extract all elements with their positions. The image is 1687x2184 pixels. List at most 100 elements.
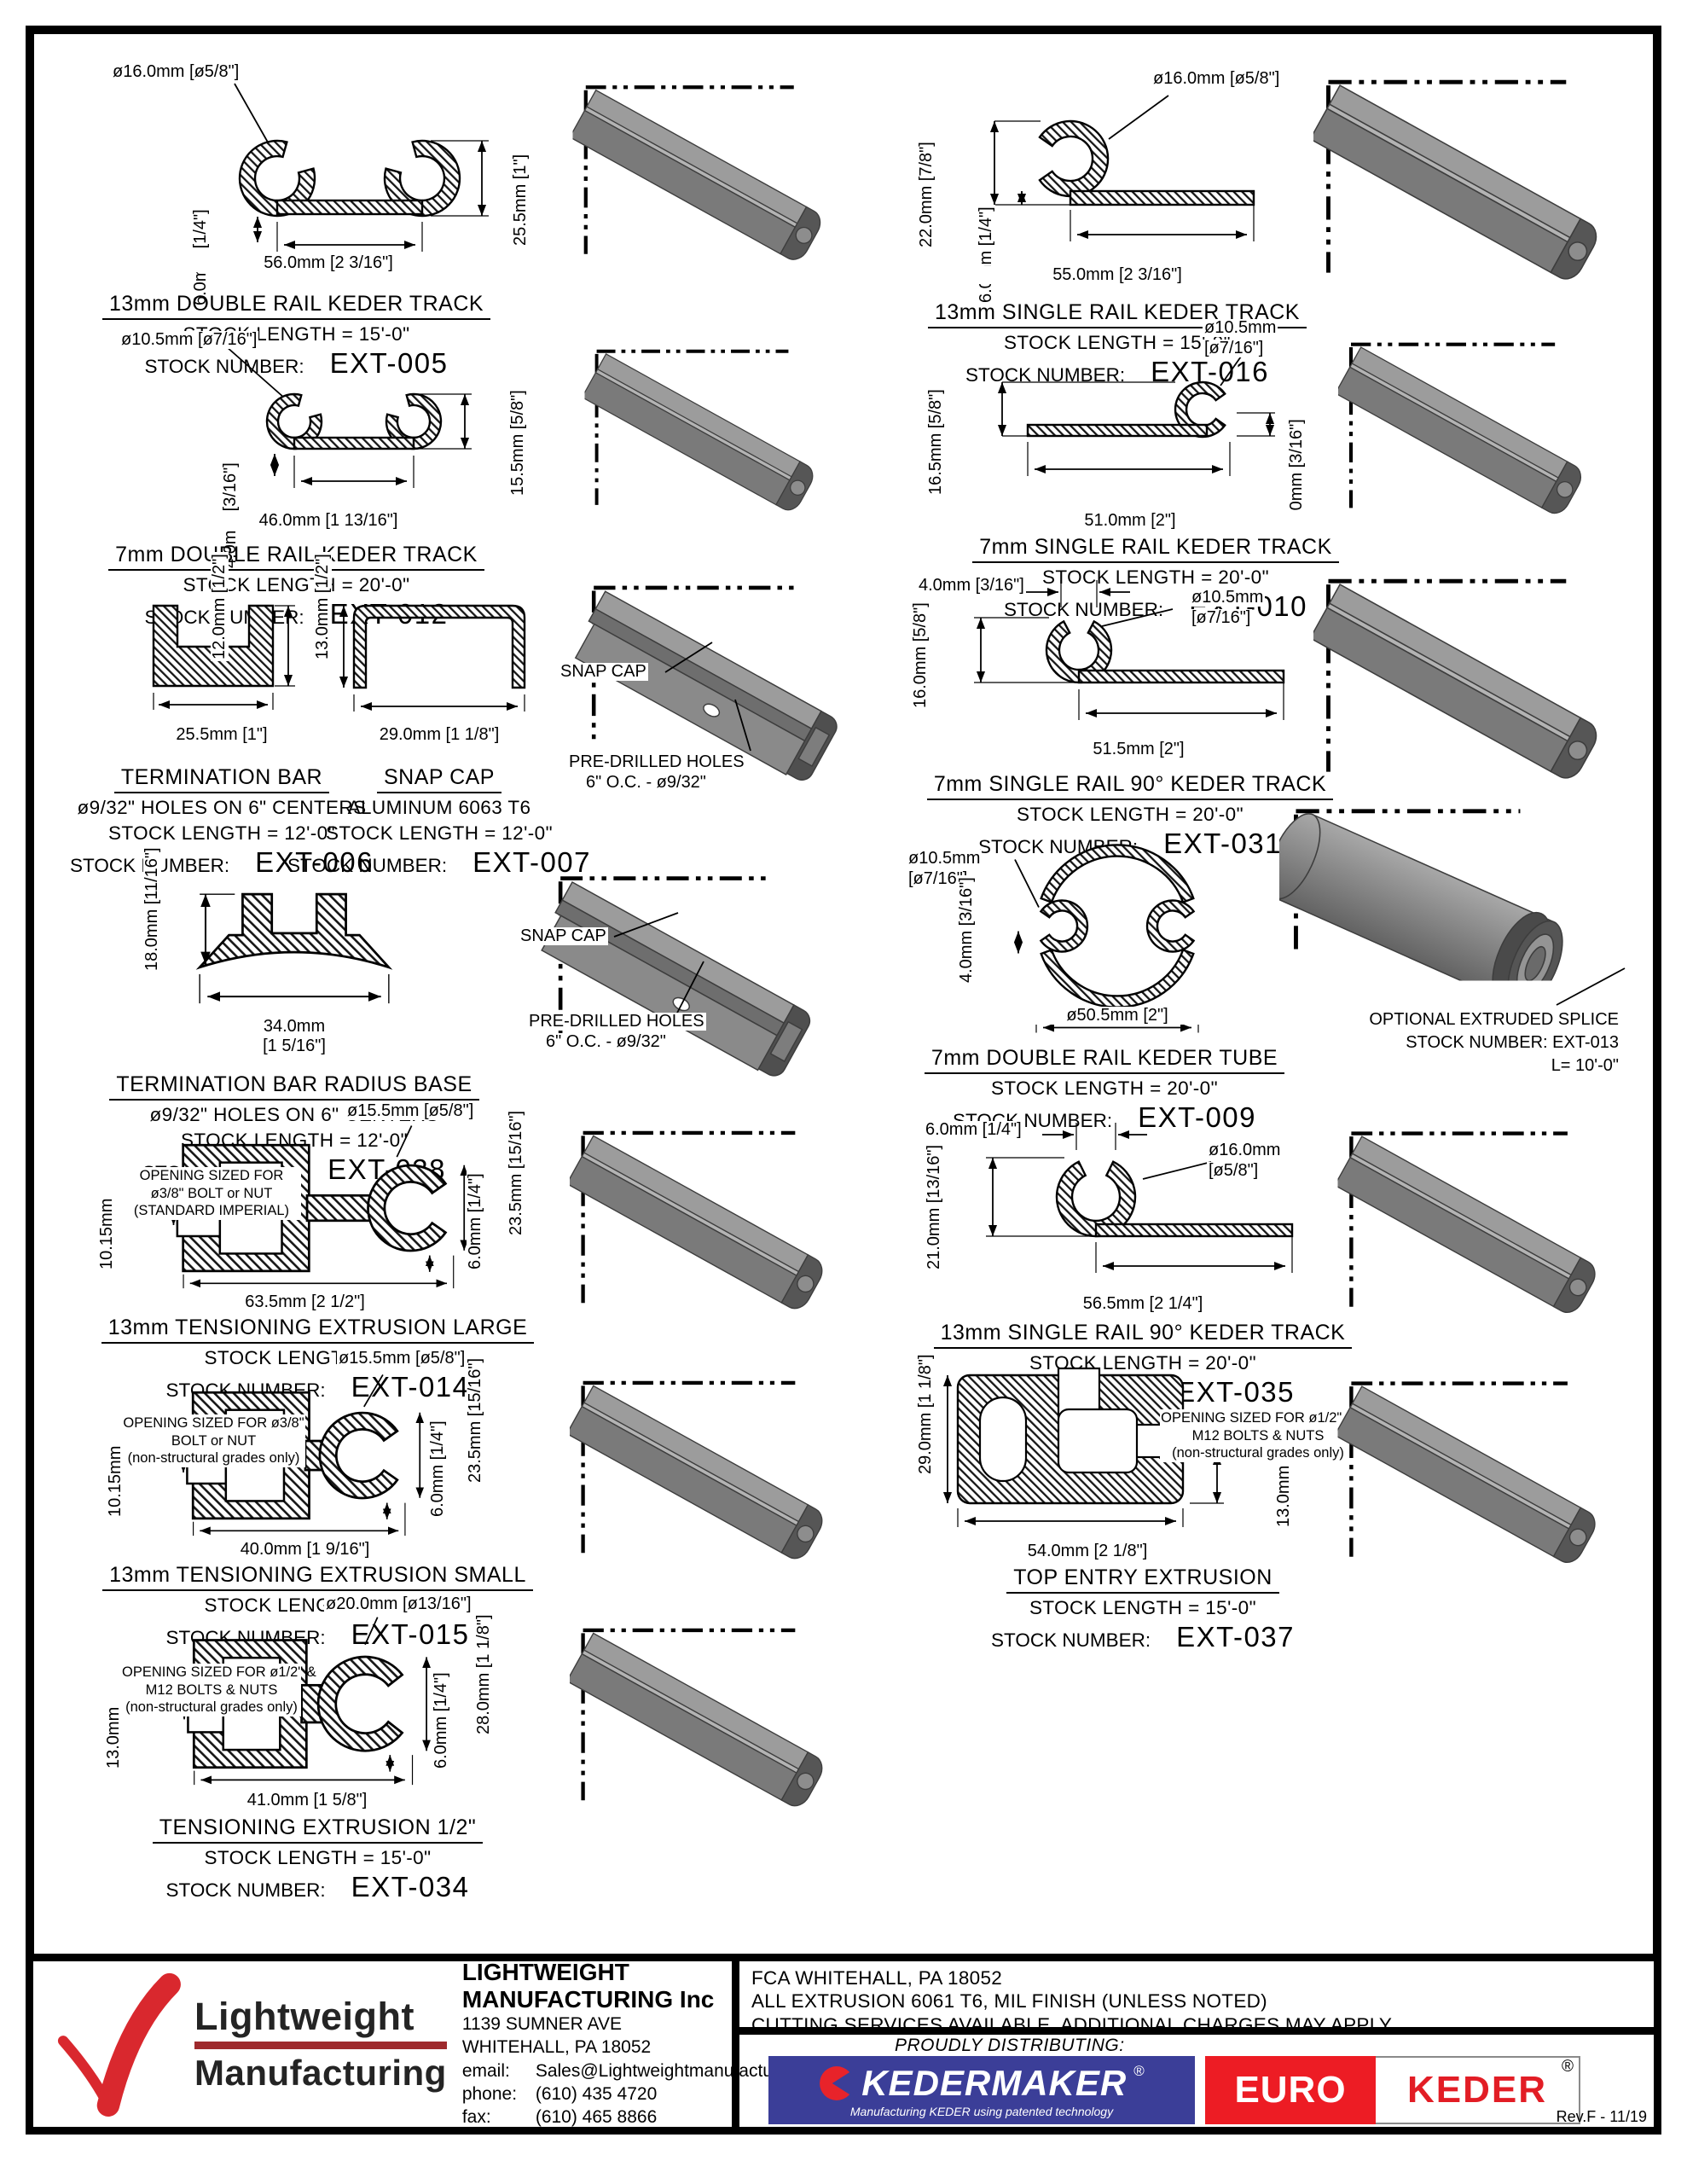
- dim-ext006-height: 12.0mm [1/2"]: [210, 552, 229, 661]
- note-ext014-line1: OPENING SIZED FOR: [139, 1168, 284, 1183]
- detail-snapcap-1: SNAP CAP PRE-DRILLED HOLES 6" O.C. - ø9/…: [537, 559, 887, 840]
- fax-value: (610) 465 8866: [535, 2107, 658, 2128]
- note-ext014-line2: ø3/8" BOLT or NUT: [150, 1185, 273, 1201]
- caption-ext007: SNAP CAP ALUMINUM 6063 T6 STOCK LENGTH =…: [287, 765, 590, 879]
- drawing-ext009: ø10.5mm [ø7/16"] 4.0mm [3/16"] ø50.5mm […: [883, 817, 1326, 1133]
- dim-ext037-height: 29.0mm [1 1/8"]: [916, 1352, 935, 1476]
- note-line-3: CUTTING SERVICES AVAILABLE. ADDITIONAL C…: [751, 2013, 1395, 2036]
- dim-ext012-diameter: ø10.5mm [ø7/16"]: [119, 330, 259, 349]
- label-snapcap-1: SNAP CAP: [559, 662, 648, 681]
- eurokeder-logo: EURO KEDER ®: [1205, 2056, 1580, 2124]
- stock-number-ext034: EXT-034: [351, 1871, 470, 1902]
- dim-ext010-diameter-in: [ø7/16"]: [1203, 339, 1266, 357]
- note-ext015-line3: (non-structural grades only): [127, 1450, 300, 1467]
- note-ext015-line2: BOLT or NUT: [171, 1432, 257, 1449]
- label-snapcap-2: SNAP CAP: [519, 926, 608, 945]
- title-ext035: 13mm SINGLE RAIL 90° KEDER TRACK: [933, 1321, 1353, 1349]
- dim-ext031-gap: 4.0mm [3/16"]: [917, 576, 1026, 595]
- drawing-ext010: ø10.5mm [ø7/16"] 16.5mm [5/8"] 4.0mm [3/…: [917, 317, 1394, 622]
- title-ext010: 7mm SINGLE RAIL KEDER TRACK: [972, 535, 1339, 563]
- label-predrilled-1a: PRE-DRILLED HOLES: [567, 752, 746, 771]
- drawing-ext007: 13.0mm [1/2"] 29.0mm [1 1/8"] SNAP CAP A…: [287, 552, 590, 892]
- dim-ext009-thickness: 4.0mm [3/16"]: [957, 875, 976, 985]
- stock-number-label-ext005: STOCK NUMBER:: [144, 356, 304, 377]
- dim-ext007-height: 13.0mm [1/2"]: [313, 552, 332, 661]
- dim-ext015-height: 23.5mm [15/16"]: [466, 1356, 484, 1484]
- title-ext005: 13mm DOUBLE RAIL KEDER TRACK: [101, 292, 491, 320]
- drawing-ext015: ø15.5mm [ø5/8"] 23.5mm [15/16"] 6.0mm [1…: [81, 1348, 554, 1650]
- proudly-distributing-label: PROUDLY DISTRIBUTING:: [895, 2036, 1125, 2055]
- title-ext007: SNAP CAP: [377, 765, 501, 793]
- drawing-ext037: 29.0mm [1 1/8"] 54.0mm [2 1/8"] 13.0mm […: [916, 1348, 1369, 1653]
- dim-ext031-width: 51.5mm [2"]: [955, 741, 1322, 758]
- note-line-2: ALL EXTRUSION 6061 T6, MIL FINISH (UNLES…: [751, 1990, 1267, 2013]
- wordmark-line1: Lightweight: [194, 1995, 415, 2038]
- company-address-1: 1139 SUMNER AVE: [461, 2014, 622, 2035]
- title-ext038: TERMINATION BAR RADIUS BASE: [109, 1072, 479, 1101]
- kedermaker-tagline: Manufacturing KEDER using patented techn…: [849, 2104, 1114, 2118]
- stock-length-ext006: STOCK LENGTH = 12'-0": [108, 822, 335, 844]
- dim-ext005-width: 56.0mm [2 3/16"]: [149, 254, 507, 272]
- phone-label: phone:: [461, 2084, 518, 2105]
- dim-ext014-width: 63.5mm [2 1/2"]: [141, 1293, 469, 1311]
- dim-ext034-diameter: ø20.0mm [ø13/16"]: [324, 1594, 473, 1613]
- note-ext015: OPENING SIZED FOR ø3/8" BOLT or NUT (non…: [122, 1414, 305, 1467]
- dim-ext034-height: 28.0mm [1 1/8"]: [474, 1612, 493, 1736]
- render-ext009-tube-3d: [1279, 789, 1661, 981]
- profile-ext037: [942, 1367, 1224, 1527]
- note-ext014-line3: (STANDARD IMPERIAL): [133, 1203, 290, 1219]
- kedermaker-registered-mark: ®: [1133, 2062, 1145, 2079]
- company-name-2: MANUFACTURING Inc: [461, 1985, 715, 2013]
- kedermaker-logo: KEDERMAKER ® Manufacturing KEDER using p…: [768, 2056, 1195, 2124]
- drawing-ext034: ø20.0mm [ø13/16"] 28.0mm [1 1/8"] 6.0mm …: [81, 1594, 554, 1902]
- profile-ext016: [989, 95, 1255, 241]
- caption-ext010: 7mm SINGLE RAIL KEDER TRACK STOCK LENGTH…: [917, 535, 1394, 623]
- eurokeder-registered-mark: ®: [1562, 2058, 1575, 2076]
- notes: FCA WHITEHALL, PA 18052 ALL EXTRUSION 60…: [739, 1961, 1654, 2036]
- caption-ext031: 7mm SINGLE RAIL 90° KEDER TRACK STOCK LE…: [908, 772, 1352, 860]
- title-ext015: 13mm TENSIONING EXTRUSION SMALL: [102, 1563, 533, 1591]
- dim-ext016-diameter: ø16.0mm [ø5/8"]: [1151, 69, 1282, 88]
- stock-length-ext037: STOCK LENGTH = 15'-0": [1029, 1597, 1256, 1618]
- dim-ext035-diameter-in: [ø5/8"]: [1207, 1161, 1261, 1180]
- render-ext010-3d: [1313, 317, 1661, 531]
- render-ext031-3d: [1313, 546, 1661, 802]
- spec-ext006: ø9/32" HOLES ON 6" CENTERS: [77, 797, 367, 818]
- note-line-1: FCA WHITEHALL, PA 18052: [751, 1967, 1003, 1989]
- dim-ext038-width-in: [1 5/16"]: [192, 1037, 397, 1055]
- leader-lines-snapcap-1: [664, 642, 751, 752]
- drawing-ext031: 4.0mm [3/16"] ø10.5mm [ø7/16"] 16.0mm [5…: [908, 555, 1352, 859]
- eurokeder-keder: KEDER ®: [1376, 2056, 1580, 2124]
- profile-ext031: [974, 580, 1285, 720]
- stock-number-ext035: EXT-035: [1176, 1376, 1296, 1408]
- stock-number-label-ext010: STOCK NUMBER:: [1003, 599, 1164, 620]
- label-predrilled-2b: 6" O.C. - ø9/32": [544, 1032, 668, 1051]
- profile-ext035: [986, 1123, 1294, 1273]
- profile-ext007: [339, 604, 526, 712]
- caption-ext012: 7mm DOUBLE RAIL KEDER TRACK STOCK LENGTH…: [47, 543, 546, 630]
- stock-number-ext031: EXT-031: [1163, 828, 1283, 859]
- wordmark-divider: [194, 2042, 447, 2049]
- label-splice-1: OPTIONAL EXTRUDED SPLICE: [1367, 1010, 1620, 1029]
- note-ext037-line3: (non-structural grades only): [1172, 1445, 1344, 1461]
- stock-number-ext006: EXT-006: [255, 846, 374, 878]
- dim-ext009-diameter-mm: ø10.5mm: [907, 849, 983, 868]
- render-ext016-3d: [1313, 47, 1661, 303]
- dim-ext012-width: 46.0mm [1 13/16"]: [158, 512, 499, 530]
- drawing-ext006: 12.0mm [1/2"] 25.5mm [1"] TERMINATION BA…: [55, 552, 388, 892]
- footer: Lightweight Manufacturing LIGHTWEIGHT MA…: [26, 1954, 1661, 2135]
- company-name-1: LIGHTWEIGHT: [461, 1959, 629, 1986]
- dim-ext035-diameter-mm: ø16.0mm: [1207, 1141, 1283, 1159]
- dim-ext016-thickness: 6.0mm [1/4"]: [977, 205, 995, 305]
- label-splice-2: STOCK NUMBER: EXT-013: [1404, 1033, 1620, 1052]
- dim-ext031-diameter-in: [ø7/16"]: [1190, 608, 1253, 627]
- leader-lines-snapcap-2: [613, 912, 704, 1020]
- profile-ext012: [225, 346, 472, 488]
- profile-ext005: [234, 83, 489, 252]
- render-ext014-3d: [559, 1105, 891, 1327]
- title-ext012: 7mm DOUBLE RAIL KEDER TRACK: [108, 543, 484, 571]
- stock-number-ext009: EXT-009: [1138, 1101, 1257, 1133]
- detail-snapcap-2: SNAP CAP PRE-DRILLED HOLES 6" O.C. - ø9/…: [495, 849, 861, 1130]
- dim-ext034-opening: 13.0mm: [104, 1705, 123, 1770]
